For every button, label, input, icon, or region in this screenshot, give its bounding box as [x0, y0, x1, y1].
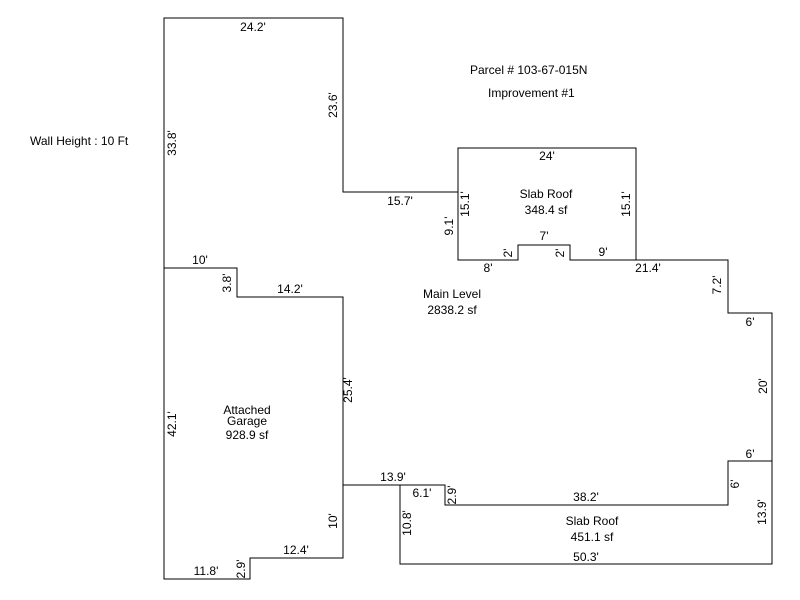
main-level-name: Main Level	[423, 287, 481, 301]
improvement-label: Improvement #1	[488, 86, 575, 100]
dim-bottom-ledge: 38.2'	[573, 490, 599, 504]
dim-garage-bottom: 11.8'	[194, 564, 219, 578]
dim-step-upper: 6'	[746, 315, 755, 329]
dim-right-wing-height: 20'	[756, 378, 770, 394]
dim-garage-lower-height: 10'	[326, 513, 340, 529]
dim-bottom-width: 50.3'	[573, 550, 599, 564]
slab-roof-top-area: 348.4 sf	[525, 203, 568, 217]
dim-connector-height: 9.1'	[442, 217, 456, 236]
dim-step-lower: 6'	[746, 447, 755, 461]
dim-notch-right-height: 2'	[553, 249, 567, 258]
slab-roof-bottom-area: 451.1 sf	[571, 530, 614, 544]
dim-garage-ledge-height: 3.8'	[220, 274, 234, 293]
garage-name-line2: Garage	[227, 414, 267, 428]
dim-slab-left-height: 15.1'	[458, 191, 472, 217]
dim-garage-step-height: 2.9'	[234, 560, 248, 579]
dim-slab-top-width: 24'	[539, 149, 555, 163]
garage-area: 928.9 sf	[226, 428, 269, 442]
dim-wall-ledge: 10'	[192, 253, 208, 267]
dim-garage-right-height: 25.4'	[341, 377, 355, 403]
main-level-outline	[163, 17, 773, 506]
dim-mid-ledge: 13.9'	[380, 470, 406, 484]
dim-right-wing-step: 7.2'	[710, 276, 724, 295]
main-level-area: 2838.2 sf	[427, 303, 477, 317]
dim-garage-left-height: 42.1'	[165, 411, 179, 437]
wall-height-label: Wall Height : 10 Ft	[30, 134, 129, 148]
dim-right-of-notch: 9'	[599, 245, 608, 259]
dim-connector-width: 15.7'	[387, 194, 413, 208]
garage-outline	[163, 268, 344, 580]
dim-top-width: 24.2'	[240, 20, 266, 34]
dim-notch-left-height: 2'	[501, 249, 515, 258]
dim-bottom-left-height: 10.8'	[400, 510, 414, 536]
dim-left-of-notch: 8'	[484, 261, 493, 275]
dim-notch-width: 7'	[540, 229, 549, 243]
dim-right-wing-top: 21.4'	[635, 261, 661, 275]
dim-garage-top: 14.2'	[277, 282, 303, 296]
dim-small-ledge: 6.1'	[413, 486, 432, 500]
dim-slab-right-height: 15.1'	[619, 191, 633, 217]
dim-upper-left-height: 33.8'	[165, 130, 179, 156]
dim-bottom-right-height: 13.9'	[755, 499, 769, 525]
slab-roof-top-name: Slab Roof	[520, 187, 573, 201]
garage-name-line1: Attached	[223, 403, 270, 417]
slab-roof-bottom-outline	[399, 461, 773, 565]
slab-roof-top-outline	[457, 147, 637, 260]
dim-right-step-height: 6'	[728, 480, 742, 489]
slab-roof-bottom-name: Slab Roof	[566, 514, 619, 528]
dim-upper-right-height: 23.6'	[326, 92, 340, 118]
parcel-number: Parcel # 103-67-015N	[470, 63, 587, 77]
dim-small-ledge-height: 2.9'	[445, 486, 459, 505]
dim-garage-step: 12.4'	[283, 543, 309, 557]
